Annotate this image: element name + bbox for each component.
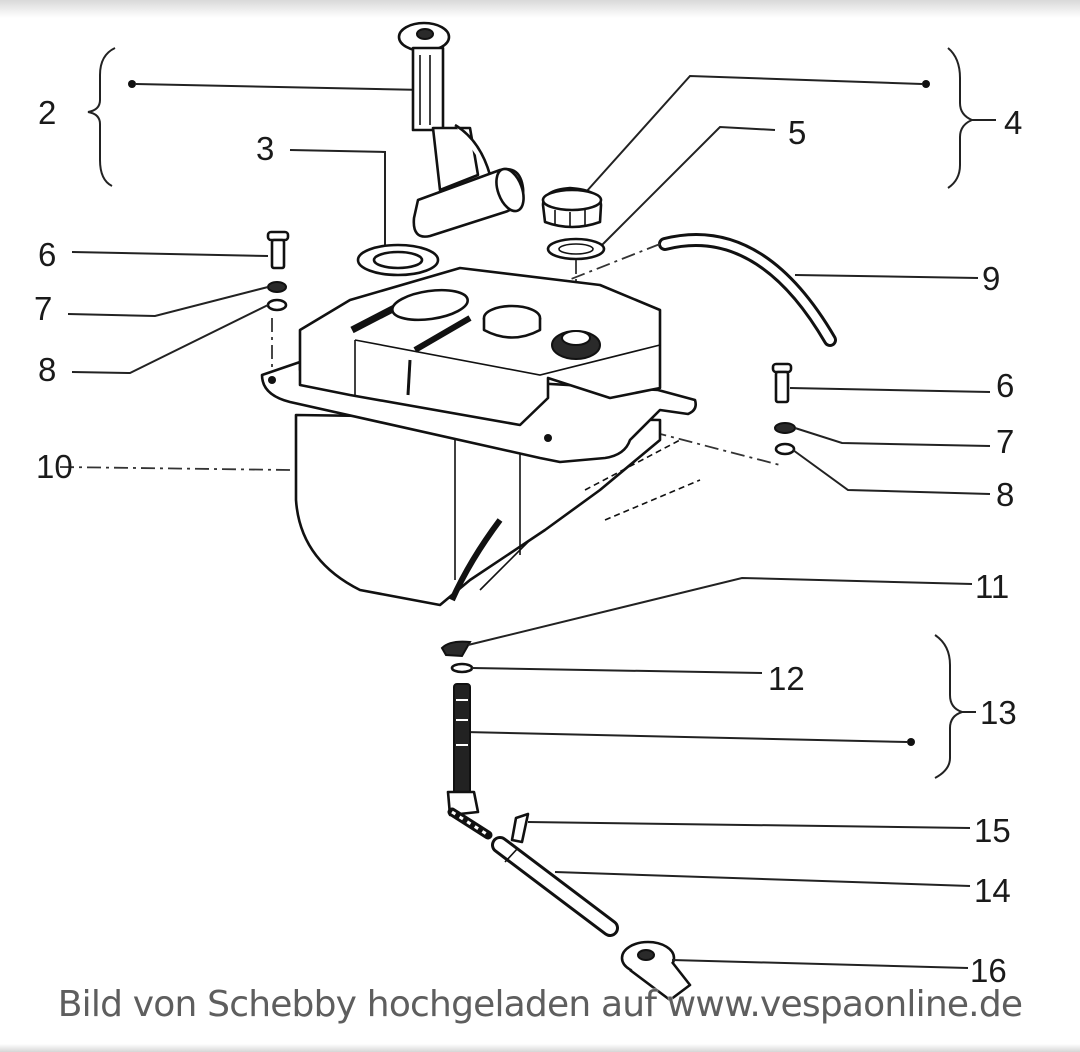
leader-dot-13 [907,738,915,746]
leader-line-3 [289,149,386,248]
leader-dot-2 [128,80,136,88]
leader-line-5 [601,125,776,246]
leader-line-4 [585,74,923,193]
gasket-part [356,243,440,277]
callout-7-left: 7 [34,290,52,327]
leader-dot-4 [922,80,930,88]
callout-16: 16 [970,952,1007,989]
top-shadow-bar [0,0,1080,18]
callout-11: 11 [975,568,1009,605]
right-washer-8-part [774,442,796,456]
left-washer-8-part [266,298,288,312]
left-washer-7-part [267,281,287,293]
bracket-group-2 [87,47,116,187]
callout-2: 2 [38,94,56,131]
o-ring-part [450,662,474,674]
bottom-shadow-bar [0,1044,1080,1052]
callout-8-left: 8 [38,351,56,388]
leader-line-14 [554,871,971,887]
leader-line-16 [671,959,969,969]
right-washer-7-part [774,422,796,434]
leader-line-10 [59,466,291,471]
callout-15: 15 [974,812,1011,849]
hose-clip-part [510,812,530,844]
callout-14: 14 [974,872,1011,909]
right-bolt-part [771,362,793,404]
bracket-group-13 [934,634,976,779]
callout-10: 10 [36,448,73,485]
callout-12: 12 [768,660,805,697]
callout-4: 4 [1004,104,1022,141]
left-bolt-part [266,230,290,270]
leader-line-13 [464,731,908,743]
callout-3: 3 [256,130,274,167]
leader-line-6-left [71,251,269,257]
leader-line-8-left [71,304,269,375]
cap-seal-part [546,237,606,261]
fuel-tap-part [446,683,493,840]
leader-line-9 [794,274,979,279]
clip-part [440,640,472,658]
leader-line-12 [471,667,763,674]
callout-6-right: 6 [996,367,1014,404]
fuel-cap-part [541,186,603,229]
leader-line-11 [467,576,973,646]
fuel-tank-part [260,266,701,607]
fuel-hose-part [491,836,619,937]
callout-6-left: 6 [38,236,56,273]
callout-7-right: 7 [996,423,1014,460]
callout-13: 13 [980,694,1017,731]
breather-hose-part [658,233,837,347]
leader-line-6-right [789,387,991,393]
fuel-gauge-sender-part [397,21,525,238]
watermark-caption: Bild von Schebby hochgeladen auf www.ves… [57,984,1023,1025]
leader-line-15 [527,821,971,829]
callout-8-right: 8 [996,476,1014,513]
callout-9: 9 [982,260,1000,297]
grommet-part [620,940,692,1002]
leader-line-7-right [794,427,991,447]
bracket-group-4 [947,47,996,189]
leader-line-8-right [792,449,991,495]
leader-line-7-left [67,286,269,318]
callout-5: 5 [788,114,806,151]
leader-line-2 [135,83,426,91]
